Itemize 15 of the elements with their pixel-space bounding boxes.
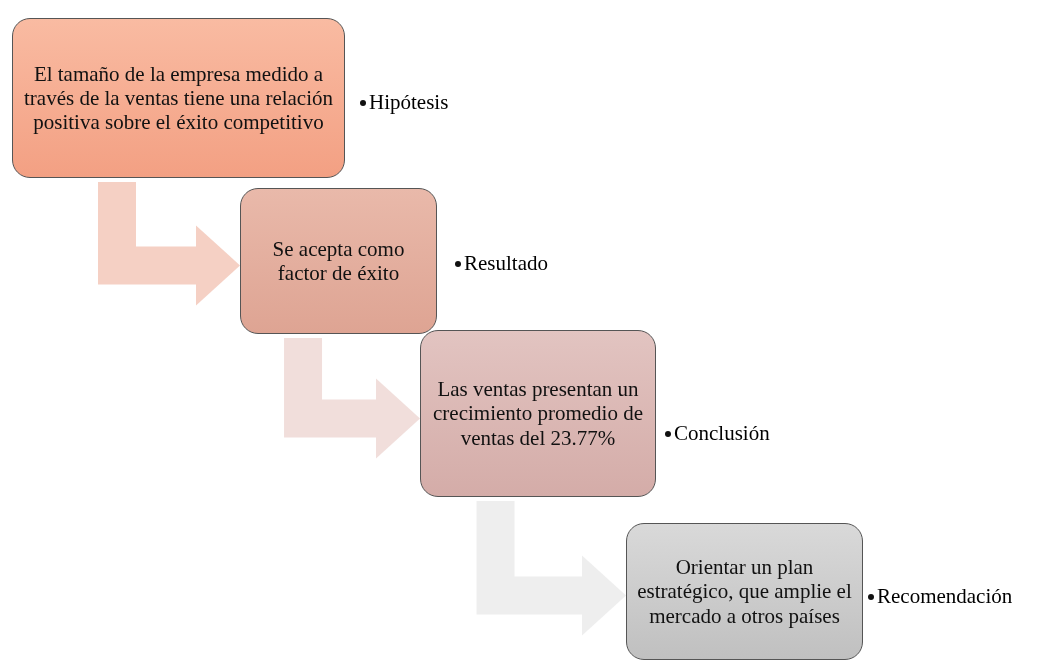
stage-label: Conclusión [674,421,770,446]
bent-arrow [284,338,420,459]
stage-label: Hipótesis [369,90,449,115]
bent-arrow [98,182,240,306]
process-box [626,523,863,660]
process-box [420,330,656,497]
box-text: El tamaño de la empresa medido a través de la ventas tiene una relación positiva sobre el éxito competitivo [23,61,334,135]
process-box [240,188,437,334]
bent-arrow [476,501,626,636]
stage-label: Recomendación [877,584,1013,609]
box-text: Se acepta como factor de éxito [271,236,406,286]
stage-label: Resultado [464,251,548,276]
box-text: Orientar un plan estratégico, que amplie el mercado a otros países [637,555,852,628]
box-text: Las ventas presentan un crecimiento promedio de ventas del 23.77% [432,377,644,450]
process-box [12,18,345,178]
